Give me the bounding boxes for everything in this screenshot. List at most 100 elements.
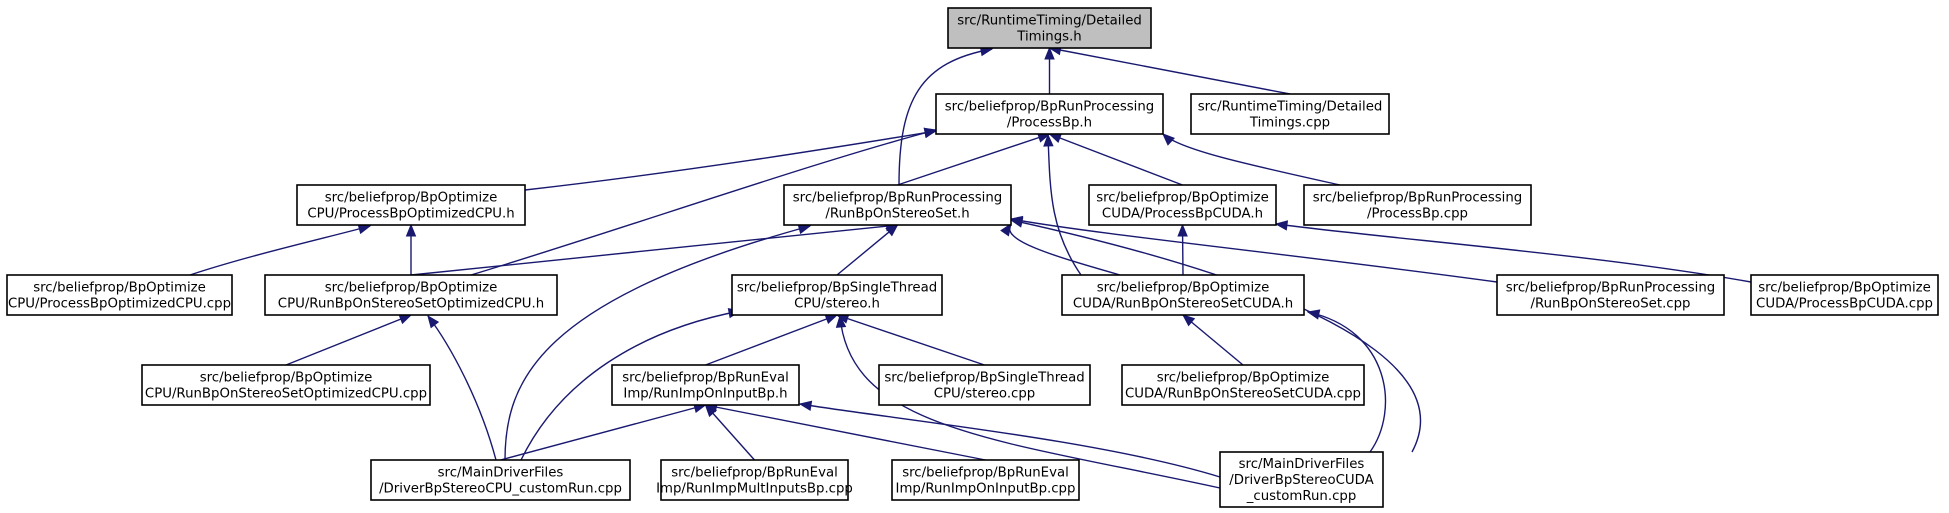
nodes-layer: src/RuntimeTiming/DetailedTimings.hsrc/b… <box>6 7 1939 508</box>
file-node[interactable]: src/beliefprop/BpOptimizeCPU/ProcessBpOp… <box>6 274 233 316</box>
file-node-box[interactable] <box>1088 184 1277 226</box>
file-node-label: CPU/ProcessBpOptimizedCPU.cpp <box>8 297 231 312</box>
arrowhead-n12-to-n5 <box>1274 220 1289 231</box>
dependency-edge-n2-to-n0 <box>1049 47 1291 95</box>
file-node[interactable]: src/beliefprop/BpRunProcessing/ProcessBp… <box>935 93 1164 135</box>
dependency-edge-n18-to-n14 <box>704 404 756 461</box>
arrowhead-n16-to-n10 <box>1181 314 1196 327</box>
file-node-box[interactable] <box>1219 451 1384 508</box>
file-node[interactable]: src/beliefprop/BpOptimizeCUDA/RunBpOnSte… <box>1121 364 1365 406</box>
file-node-label: src/beliefprop/BpSingleThread <box>737 281 937 296</box>
file-node[interactable]: src/beliefprop/BpOptimizeCUDA/ProcessBpC… <box>1750 274 1939 316</box>
file-node-label: Imp/RunImpOnInputBp.h <box>623 387 787 402</box>
file-node-box[interactable] <box>660 459 849 501</box>
arrowhead-n13-to-n8 <box>398 314 413 325</box>
file-node-box[interactable] <box>6 274 233 316</box>
file-node-label: src/beliefprop/BpRunEval <box>902 466 1069 481</box>
file-node-label: src/beliefprop/BpOptimize <box>325 191 498 206</box>
file-node-box[interactable] <box>935 93 1164 135</box>
dependency-edge-n13-to-n8 <box>285 314 412 366</box>
file-node-box[interactable] <box>891 459 1080 501</box>
dependency-edge-n17-to-n4 <box>504 225 811 461</box>
dependency-edge-n5-to-n1 <box>1049 133 1183 186</box>
file-node-box[interactable] <box>1303 184 1532 226</box>
file-node-box[interactable] <box>1190 93 1390 135</box>
arrowhead-n14-to-n9 <box>824 314 839 324</box>
file-node-label: CPU/ProcessBpOptimizedCPU.h <box>307 207 514 222</box>
file-node[interactable]: src/beliefprop/BpOptimizeCPU/ProcessBpOp… <box>296 184 526 226</box>
file-node-box[interactable] <box>141 364 431 406</box>
file-node[interactable]: src/beliefprop/BpRunProcessing/ProcessBp… <box>1303 184 1532 226</box>
dependency-edge-n3-to-n1 <box>524 130 937 191</box>
file-node[interactable]: src/beliefprop/BpSingleThreadCPU/stereo.… <box>878 364 1091 406</box>
file-node-label: src/beliefprop/BpOptimize <box>33 281 206 296</box>
arrowhead-n6-to-n1 <box>1162 133 1175 146</box>
file-node-label: CPU/RunBpOnStereoSetOptimizedCPU.h <box>278 297 544 312</box>
file-node-box[interactable] <box>1496 274 1725 316</box>
dependency-edge-n17-to-n8 <box>427 315 497 461</box>
file-node-box[interactable] <box>947 7 1152 49</box>
arrowhead-n5-to-n1 <box>1048 133 1063 144</box>
arrowhead-n20-to-n9 <box>835 314 847 328</box>
dependency-edge-n20-to-n14 <box>799 403 1221 478</box>
file-node-box[interactable] <box>370 459 631 501</box>
arrowhead-n9-to-n4 <box>885 224 899 237</box>
file-node[interactable]: src/beliefprop/BpOptimizeCPU/RunBpOnSter… <box>141 364 431 406</box>
file-node[interactable]: src/beliefprop/BpSingleThreadCPU/stereo.… <box>731 274 943 316</box>
dependency-edge-n12-to-n5 <box>1275 223 1752 283</box>
file-node-label: src/MainDriverFiles <box>438 466 564 481</box>
file-node[interactable]: src/beliefprop/BpOptimizeCUDA/ProcessBpC… <box>1088 184 1277 226</box>
dependency-edge-n9-to-n4 <box>836 224 898 276</box>
file-node[interactable]: src/MainDriverFiles/DriverBpStereoCPU_cu… <box>370 459 631 501</box>
file-node-label: src/beliefprop/BpRunProcessing <box>793 191 1003 206</box>
file-node-label: CUDA/ProcessBpCUDA.cpp <box>1756 297 1933 312</box>
file-node-label: src/RuntimeTiming/Detailed <box>1198 100 1383 115</box>
file-node[interactable]: src/beliefprop/BpRunProcessing/RunBpOnSt… <box>1496 274 1725 316</box>
file-node-box[interactable] <box>783 184 1012 226</box>
file-node[interactable]: src/beliefprop/BpOptimizeCPU/RunBpOnSter… <box>264 274 558 316</box>
file-node-box[interactable] <box>731 274 943 316</box>
file-node-box[interactable] <box>264 274 558 316</box>
file-node-box[interactable] <box>1750 274 1939 316</box>
arrowhead-n20-to-n4 <box>1009 217 1024 228</box>
arrowhead-n8-to-n1 <box>923 127 938 138</box>
file-node-label: src/beliefprop/BpRunEval <box>622 371 789 386</box>
file-node[interactable]: src/MainDriverFiles/DriverBpStereoCUDA_c… <box>1219 451 1384 508</box>
dependency-edge-n8-to-n1 <box>470 129 937 276</box>
dependency-edge-n11-to-n4 <box>1010 218 1498 283</box>
dependency-edge-n20-to-n9 <box>839 315 1221 489</box>
arrowhead-n10-to-n4 <box>1000 222 1012 237</box>
file-node-label: src/beliefprop/BpRunProcessing <box>1313 191 1523 206</box>
file-node-label: Imp/RunImpOnInputBp.cpp <box>896 482 1076 497</box>
file-node-label: src/beliefprop/BpSingleThread <box>884 371 1084 386</box>
file-node[interactable]: src/beliefprop/BpRunProcessing/RunBpOnSt… <box>783 184 1012 226</box>
dependency-edge-n4-to-n1 <box>897 133 1050 186</box>
file-node-label: src/beliefprop/BpOptimize <box>325 281 498 296</box>
file-node-label: CPU/stereo.h <box>794 297 880 312</box>
file-node-label: CUDA/RunBpOnStereoSetCUDA.cpp <box>1125 387 1361 402</box>
file-node-label: /DriverBpStereoCPU_customRun.cpp <box>379 482 622 497</box>
dependency-edge-n15-to-n9 <box>836 314 985 366</box>
dependency-edge-n14-to-n9 <box>705 314 838 366</box>
arrowhead-n17-to-n4 <box>797 223 812 235</box>
file-node[interactable]: src/beliefprop/BpOptimizeCUDA/RunBpOnSte… <box>1061 274 1305 316</box>
dependency-edge-n19-to-n14 <box>705 404 986 461</box>
file-node-box[interactable] <box>1061 274 1305 316</box>
file-node-label: src/beliefprop/BpOptimize <box>1097 281 1270 296</box>
file-node-label: src/RuntimeTiming/Detailed <box>957 14 1142 29</box>
file-node[interactable]: src/beliefprop/BpRunEvalImp/RunImpOnInpu… <box>611 364 800 406</box>
file-node-box[interactable] <box>296 184 526 226</box>
file-node-label: src/beliefprop/BpOptimize <box>1096 191 1269 206</box>
file-node-box[interactable] <box>611 364 800 406</box>
file-node[interactable]: src/beliefprop/BpRunEvalImp/RunImpOnInpu… <box>891 459 1080 501</box>
file-node-box[interactable] <box>1121 364 1365 406</box>
file-node-box[interactable] <box>878 364 1091 406</box>
file-node-label: Timings.h <box>1016 30 1082 45</box>
dependency-edge-n17-to-n14 <box>500 404 706 461</box>
file-node[interactable]: src/beliefprop/BpRunEvalImp/RunImpMultIn… <box>656 459 853 501</box>
arrowhead-n17-to-n8 <box>427 314 440 329</box>
file-node-label: _customRun.cpp <box>1246 489 1357 504</box>
